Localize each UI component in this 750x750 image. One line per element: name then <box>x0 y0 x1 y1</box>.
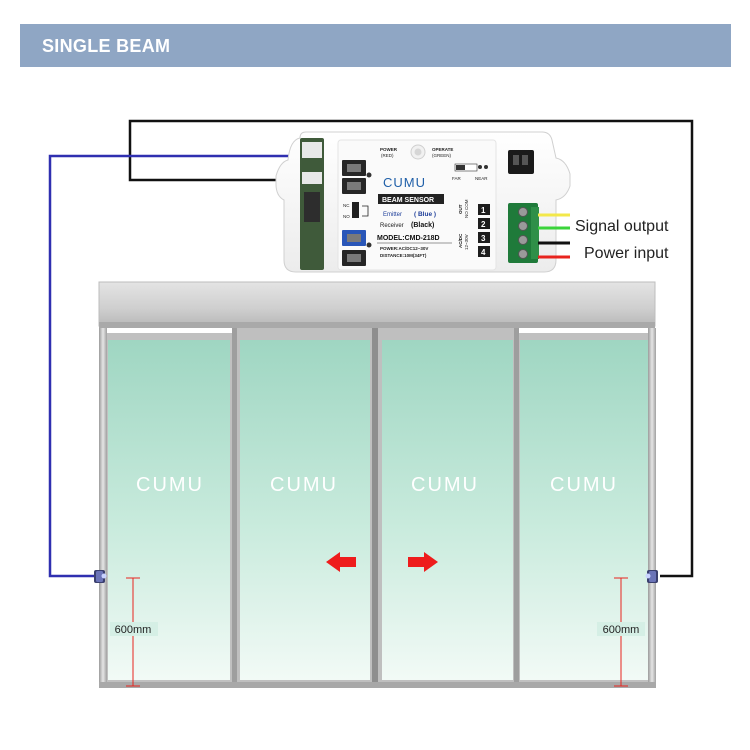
led-operate-color: (GREEN) <box>432 153 452 158</box>
panel-logo-4: CUMU <box>550 474 618 496</box>
height-label-left: 600mm <box>115 624 152 636</box>
header-bar: SINGLE BEAM <box>20 24 731 67</box>
door-panel-3 <box>382 340 513 680</box>
beam-sensor-plate: BEAM SENSOR <box>382 197 434 204</box>
range-switch[interactable] <box>454 163 478 172</box>
emitter-sensor <box>94 570 107 583</box>
led-power-color: (RED) <box>381 153 394 158</box>
height-label-right: 600mm <box>603 624 640 636</box>
terminal-label-3: 3 <box>481 234 486 243</box>
no-label: NO <box>343 214 350 219</box>
out-label: OUT <box>458 204 463 214</box>
beam-sensor-module: NC NO POWER (RED) OPERATE (GREEN) FAR NE… <box>275 131 571 273</box>
acdc-label: AC/DC <box>458 233 463 248</box>
terminal-number-4 <box>478 246 490 257</box>
receiver-label: Receiver <box>380 223 404 229</box>
receiver-wire <box>128 119 694 578</box>
panel-logo-1: CUMU <box>136 474 204 496</box>
door-header <box>98 281 656 327</box>
green-terminal-block <box>508 203 538 263</box>
signal-output-label: Signal output <box>575 218 669 235</box>
terminal-label-4: 4 <box>481 248 486 257</box>
emitter-label: Emitter <box>383 212 402 218</box>
panel-logo-3: CUMU <box>411 474 479 496</box>
terminal-number-3 <box>478 232 490 243</box>
sliding-door: CUMU CUMU CUMU CUMU <box>98 281 656 688</box>
panel-logo-2: CUMU <box>270 474 338 496</box>
height-dimension-right: 600mm <box>597 577 645 687</box>
page-title: SINGLE BEAM <box>42 36 171 56</box>
arrow-left-icon <box>326 552 356 572</box>
led-operate-label: OPERATE <box>432 147 453 152</box>
dip-switch[interactable] <box>508 150 534 174</box>
terminal-label-2: 2 <box>481 220 486 229</box>
receiver-sensor <box>645 570 658 583</box>
terminal-number-1 <box>478 204 490 215</box>
terminal-number-2 <box>478 218 490 229</box>
receiver-color: (Black) <box>411 222 434 229</box>
switch-near-label: NEAR <box>475 176 488 181</box>
voltage-label: 12~30V <box>464 234 469 250</box>
arrow-right-icon <box>408 552 438 572</box>
sensor-brand-logo: CUMU <box>383 175 426 190</box>
distance-spec: DISTANCE:10M(34FT) <box>380 253 427 258</box>
led-power-label: POWER <box>380 147 398 152</box>
model-label: MODEL:CMD-218D <box>377 235 440 242</box>
emitter-wire <box>48 154 308 578</box>
switch-far-label: FAR <box>452 176 462 181</box>
nc-no-jumper[interactable] <box>352 202 359 218</box>
out-pins: NO COM <box>464 199 469 218</box>
door-panel-2 <box>240 340 370 680</box>
nc-label: NC <box>343 203 350 208</box>
power-input-label: Power input <box>584 245 669 262</box>
emitter-color: ( Blue ) <box>414 211 436 218</box>
height-dimension-left: 600mm <box>110 577 158 687</box>
terminal-label-1: 1 <box>481 206 486 215</box>
power-spec: POWER:AC/DC12~30V <box>380 246 428 251</box>
